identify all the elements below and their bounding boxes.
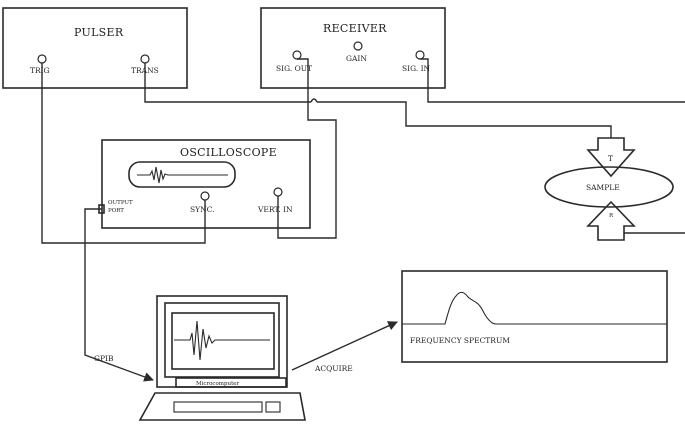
vert-in-label: VERT. IN: [257, 205, 293, 214]
gpib-wire-arrow: [84, 345, 154, 382]
trans-wire-left: [144, 63, 311, 103]
pulser-title: PULSER: [74, 26, 124, 39]
monitor-housing: [156, 295, 288, 388]
spectrum-label: FREQUENCY SPECTRUM: [410, 336, 510, 345]
microcomputer: Microcomputer: [138, 295, 306, 421]
spectrum-box: [401, 270, 668, 363]
transducer-t-label: T: [608, 154, 613, 163]
trans-to-t-wire: [317, 101, 612, 138]
sig-in-wire: [420, 58, 685, 103]
monitor-screen: [171, 312, 275, 370]
oscilloscope-trace: [137, 166, 228, 184]
keyboard-keypad: [265, 401, 281, 413]
gain-knob: [353, 41, 363, 51]
transducer-r: [586, 200, 636, 241]
computer-base: [175, 377, 287, 388]
vert-in-jack: [273, 187, 283, 197]
transducer-t: [586, 137, 636, 178]
computer-label: Microcomputer: [196, 381, 240, 387]
output-port-label-1: OUTPUT: [108, 200, 133, 206]
acquire-arrow: [291, 321, 398, 371]
sample-assembly: T SAMPLE R: [544, 137, 674, 241]
output-port-label-2: PORT: [108, 208, 124, 214]
receiver-title: RECEIVER: [323, 22, 387, 35]
sync-label: SYNC.: [190, 205, 215, 214]
sig-out-jack: [292, 50, 302, 60]
sig-out-to-vert-in-wire: [277, 58, 337, 239]
acquire-label: ACQUIRE: [314, 364, 353, 373]
spectrum-curve: [402, 291, 667, 325]
transducer-r-label: R: [609, 213, 614, 219]
sample-ellipse: [544, 166, 674, 208]
trig-to-sync-wire: [41, 63, 206, 244]
sample-label: SAMPLE: [586, 183, 620, 192]
gain-label: GAIN: [346, 54, 367, 63]
pulser-unit: PULSER TRIG TRANS: [2, 7, 188, 89]
trans-jack: [140, 54, 150, 64]
sync-jack: [200, 191, 210, 201]
receiver-box: [260, 7, 446, 89]
pulser-box: [2, 7, 188, 89]
oscilloscope-screen: [128, 161, 236, 188]
spectrum-display: FREQUENCY SPECTRUM: [401, 270, 668, 363]
oscilloscope-box: [101, 139, 311, 229]
oscilloscope-title: OSCILLOSCOPE: [180, 146, 277, 159]
keyboard: [138, 392, 306, 421]
monitor-trace: [174, 320, 270, 361]
receiver-unit: RECEIVER GAIN SIG. OUT SIG. IN: [260, 7, 446, 89]
sig-out-label: SIG. OUT: [276, 64, 312, 73]
gpib-wire-upper: [84, 208, 102, 345]
trig-label: TRIG: [30, 66, 50, 75]
keyboard-keys: [173, 401, 263, 413]
wiring: GPIB ACQUIRE: [41, 58, 685, 382]
gpib-label: GPIB: [94, 354, 114, 363]
monitor-bezel: [164, 302, 280, 378]
sig-in-label: SIG. IN: [402, 64, 431, 73]
trans-wire-crossover: [310, 98, 318, 103]
sig-in-jack: [415, 50, 425, 60]
trig-jack: [37, 54, 47, 64]
